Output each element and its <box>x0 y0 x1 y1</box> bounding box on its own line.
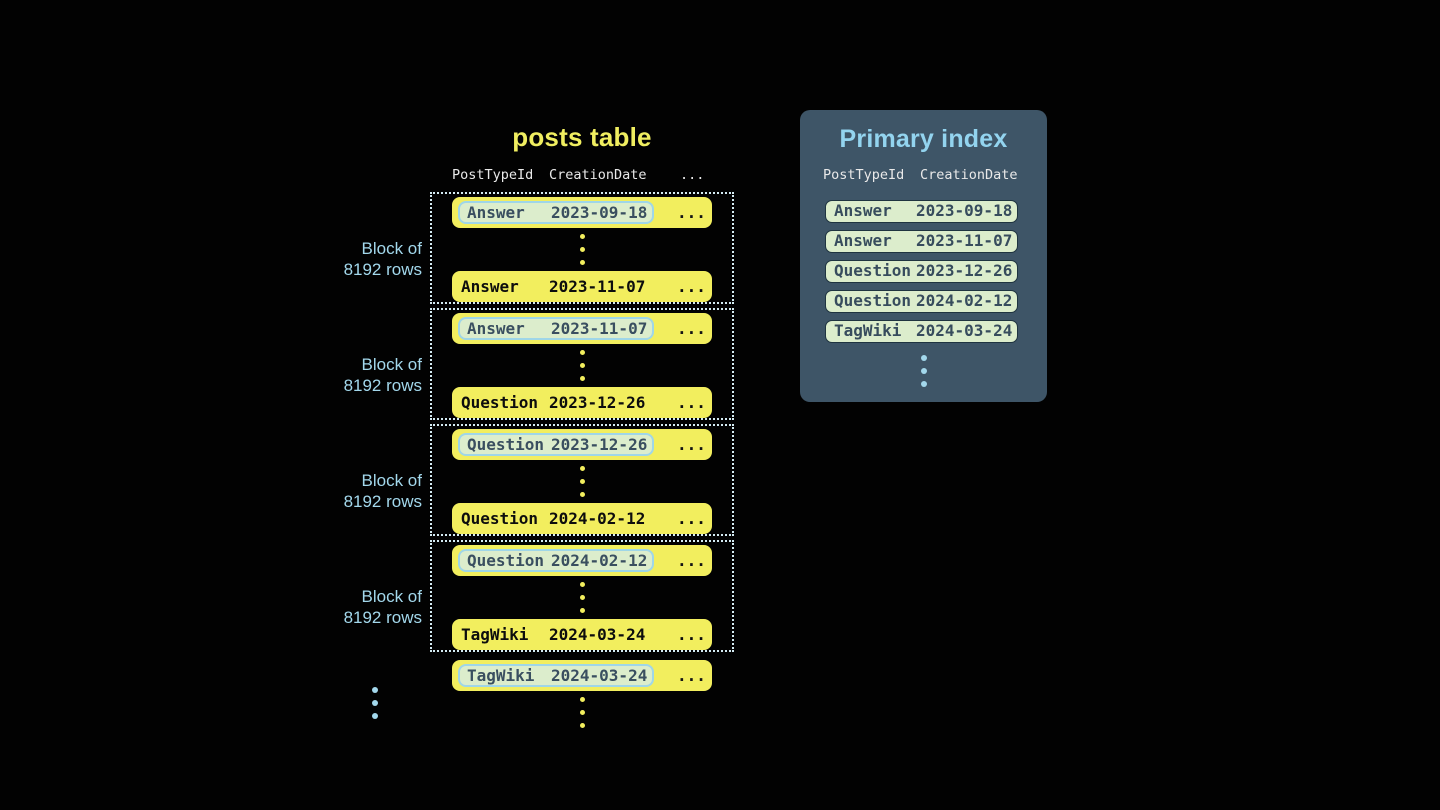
block-label-line2: 8192 rows <box>343 492 422 511</box>
table-row-first: Answer 2023-09-18 ... <box>452 197 712 228</box>
index-row: Answer 2023-11-07 <box>825 230 1018 253</box>
creation-date-value: 2024-03-24 <box>551 666 648 685</box>
post-type-value: Answer <box>834 231 892 250</box>
row-ellipsis: ... <box>677 393 706 412</box>
row-ellipsis: ... <box>677 435 706 454</box>
row-ellipsis: ... <box>677 666 706 685</box>
row-block-outline: Block of 8192 rows Question 2024-02-12 .… <box>344 540 734 652</box>
creation-date-value: 2023-09-18 <box>551 203 648 222</box>
row-ellipsis: ... <box>677 509 706 528</box>
post-type-value: Answer <box>461 277 519 296</box>
creation-date-value: 2024-03-24 <box>549 625 646 644</box>
primary-index-title: Primary index <box>839 125 1008 153</box>
creation-date-value: 2024-02-12 <box>916 291 1013 310</box>
row-ellipsis: ... <box>677 625 706 644</box>
index-row: Question 2023-12-26 <box>825 260 1018 283</box>
block-label: Block of 8192 rows <box>282 238 422 280</box>
column-header-posttypeid: PostTypeId <box>452 167 534 183</box>
primary-index-panel: Primary index PostTypeId CreationDate An… <box>800 110 1047 402</box>
block-label: Block of 8192 rows <box>282 470 422 512</box>
post-type-value: Question <box>461 509 539 528</box>
posts-table-title: posts table <box>512 122 652 152</box>
vertical-ellipsis-icon <box>452 234 712 265</box>
more-blocks-ellipsis-icon <box>345 687 405 719</box>
index-row: Question 2024-02-12 <box>825 290 1018 313</box>
index-row: TagWiki 2024-03-24 <box>825 320 1018 343</box>
block-label-line2: 8192 rows <box>343 376 422 395</box>
table-row-first: Question 2024-02-12 ... <box>452 545 712 576</box>
row-block-outline: Block of 8192 rows Answer 2023-09-18 ...… <box>344 192 734 304</box>
table-row-last: Question 2023-12-26 ... <box>452 387 712 418</box>
creation-date-value: 2023-12-26 <box>549 393 646 412</box>
block-label-line1: Block of <box>361 587 422 606</box>
creation-date-value: 2024-02-12 <box>549 509 646 528</box>
column-header-posttypeid: PostTypeId <box>823 167 905 183</box>
highlighted-cell: Question 2024-02-12 <box>458 549 654 572</box>
post-type-value: Answer <box>467 203 525 222</box>
table-row-first: Question 2023-12-26 ... <box>452 429 712 460</box>
creation-date-value: 2023-11-07 <box>916 231 1013 250</box>
row-ellipsis: ... <box>677 277 706 296</box>
row-ellipsis: ... <box>677 319 706 338</box>
block-label-line2: 8192 rows <box>343 260 422 279</box>
vertical-ellipsis-icon <box>452 350 712 381</box>
table-row-overflow: TagWiki 2024-03-24 ... <box>452 660 712 691</box>
row-ellipsis: ... <box>677 551 706 570</box>
creation-date-value: 2023-09-18 <box>916 201 1013 220</box>
creation-date-value: 2023-11-07 <box>551 319 648 338</box>
column-header-ellipsis: ... <box>680 167 705 183</box>
vertical-ellipsis-icon <box>452 697 712 728</box>
post-type-value: Question <box>834 261 912 280</box>
post-type-value: TagWiki <box>461 625 529 644</box>
highlighted-cell: TagWiki 2024-03-24 <box>458 664 654 687</box>
creation-date-value: 2023-12-26 <box>551 435 648 454</box>
vertical-ellipsis-icon <box>452 466 712 497</box>
highlighted-cell: Answer 2023-11-07 <box>458 317 654 340</box>
table-row-last: TagWiki 2024-03-24 ... <box>452 619 712 650</box>
block-label-line1: Block of <box>361 471 422 490</box>
creation-date-value: 2023-11-07 <box>549 277 646 296</box>
block-label-line2: 8192 rows <box>343 608 422 627</box>
post-type-value: Question <box>467 435 545 454</box>
post-type-value: Answer <box>467 319 525 338</box>
creation-date-value: 2023-12-26 <box>916 261 1013 280</box>
more-index-rows-ellipsis-icon <box>800 355 1047 387</box>
table-row-first: Answer 2023-11-07 ... <box>452 313 712 344</box>
creation-date-value: 2024-02-12 <box>551 551 648 570</box>
block-label: Block of 8192 rows <box>282 354 422 396</box>
row-block-outline: Block of 8192 rows Answer 2023-11-07 ...… <box>344 308 734 420</box>
block-label: Block of 8192 rows <box>282 586 422 628</box>
block-label-line1: Block of <box>361 355 422 374</box>
post-type-value: Answer <box>834 201 892 220</box>
column-header-creationdate: CreationDate <box>920 167 1018 183</box>
row-block-outline: Block of 8192 rows Question 2023-12-26 .… <box>344 424 734 536</box>
highlighted-cell: Answer 2023-09-18 <box>458 201 654 224</box>
creation-date-value: 2024-03-24 <box>916 321 1013 340</box>
index-row: Answer 2023-09-18 <box>825 200 1018 223</box>
post-type-value: Question <box>467 551 545 570</box>
table-row-last: Answer 2023-11-07 ... <box>452 271 712 302</box>
block-label-line1: Block of <box>361 239 422 258</box>
row-ellipsis: ... <box>677 203 706 222</box>
highlighted-cell: Question 2023-12-26 <box>458 433 654 456</box>
post-type-value: Question <box>834 291 912 310</box>
table-row-last: Question 2024-02-12 ... <box>452 503 712 534</box>
post-type-value: TagWiki <box>467 666 535 685</box>
vertical-ellipsis-icon <box>452 582 712 613</box>
column-header-creationdate: CreationDate <box>549 167 647 183</box>
post-type-value: Question <box>461 393 539 412</box>
post-type-value: TagWiki <box>834 321 902 340</box>
